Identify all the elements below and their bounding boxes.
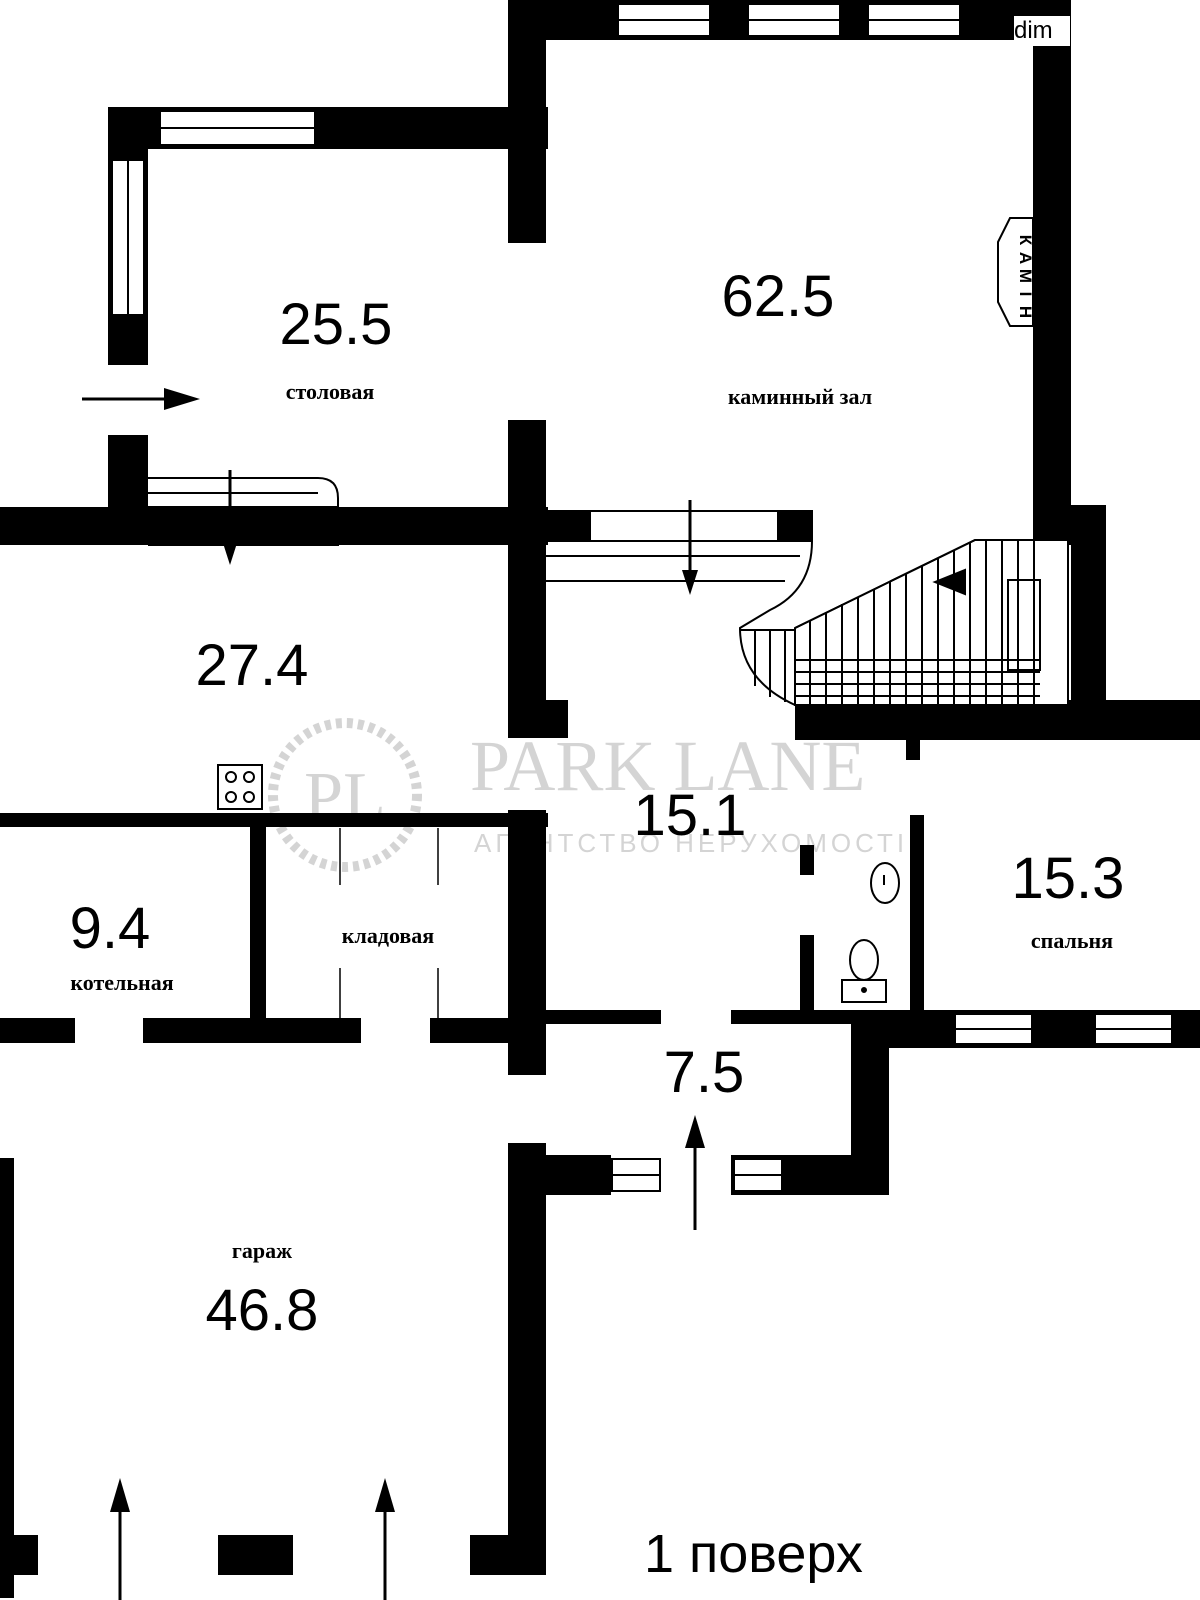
window — [617, 3, 711, 37]
toilet-icon — [841, 939, 887, 1003]
wall — [910, 815, 924, 1015]
wall — [800, 845, 814, 875]
window — [611, 1158, 661, 1192]
fireplace-letter: А — [1016, 252, 1035, 264]
wall — [546, 1155, 611, 1195]
windows — [111, 3, 1173, 1192]
watermark-wreath — [268, 718, 422, 872]
wall — [546, 700, 568, 738]
window — [733, 1158, 783, 1192]
wall — [1071, 505, 1106, 705]
fireplace-letter: Н — [1016, 306, 1035, 318]
sink-icon — [870, 862, 900, 904]
staircase-east — [545, 510, 1069, 706]
fireplace-outline — [997, 217, 1034, 327]
corridor-area: 15.1 — [634, 783, 747, 848]
window — [954, 1013, 1033, 1045]
window — [111, 159, 145, 316]
fireplace-letter: К — [1016, 235, 1035, 246]
wall — [143, 1018, 361, 1043]
dining-area: 25.5 — [280, 292, 393, 357]
room-labels: 25.5 столовая 62.5 каминный зал 27.4 15.… — [70, 264, 1125, 1343]
entry-arrows — [82, 388, 705, 1600]
wall — [546, 1010, 661, 1024]
wall — [795, 700, 1200, 740]
boiler-name: котельная — [70, 970, 173, 995]
hall-name: каминный зал — [728, 384, 872, 409]
floor-label: 1 поверх — [644, 1524, 863, 1584]
window — [747, 3, 841, 37]
fireplace-letter: М — [1016, 269, 1035, 283]
wall — [800, 935, 814, 1015]
arrow-up-icon — [685, 1115, 705, 1230]
corner-badge: dim — [1014, 16, 1070, 46]
wall — [1033, 0, 1071, 545]
wall — [0, 507, 548, 545]
arrow-right-icon — [82, 388, 200, 410]
wall — [0, 813, 548, 827]
vestibule-area: 7.5 — [664, 1040, 745, 1105]
window — [1094, 1013, 1173, 1045]
arrow-down-icon — [222, 470, 238, 565]
window — [867, 3, 961, 37]
garage-area: 46.8 — [206, 1278, 319, 1343]
boiler-area: 9.4 — [70, 896, 151, 961]
wall — [470, 1535, 546, 1575]
wall — [508, 1143, 546, 1558]
pantry-shelves — [339, 828, 439, 1018]
garage-name: гараж — [232, 1238, 292, 1263]
bedroom-name: спальня — [1031, 928, 1113, 953]
dining-name: столовая — [286, 379, 375, 404]
wall — [508, 420, 546, 738]
wall — [0, 1535, 38, 1575]
wall — [0, 1018, 75, 1043]
arrow-down-icon — [682, 500, 698, 595]
hall-area: 62.5 — [722, 264, 835, 329]
wall — [218, 1535, 293, 1575]
kitchen-area: 27.4 — [196, 633, 309, 698]
wall — [0, 1158, 14, 1598]
staircase-west — [148, 477, 339, 546]
wall — [430, 1018, 546, 1043]
wall — [906, 738, 920, 760]
fireplace: К А М І Н — [997, 217, 1035, 327]
bedroom-area: 15.3 — [1012, 846, 1125, 911]
stove-icon — [217, 764, 263, 810]
pantry-name: кладовая — [342, 923, 434, 948]
arrow-up-icon — [110, 1478, 130, 1600]
window — [159, 110, 316, 146]
wall — [250, 813, 266, 1018]
wall — [731, 1010, 851, 1024]
fireplace-letter: І — [1016, 292, 1035, 297]
arrow-up-icon — [375, 1478, 395, 1600]
